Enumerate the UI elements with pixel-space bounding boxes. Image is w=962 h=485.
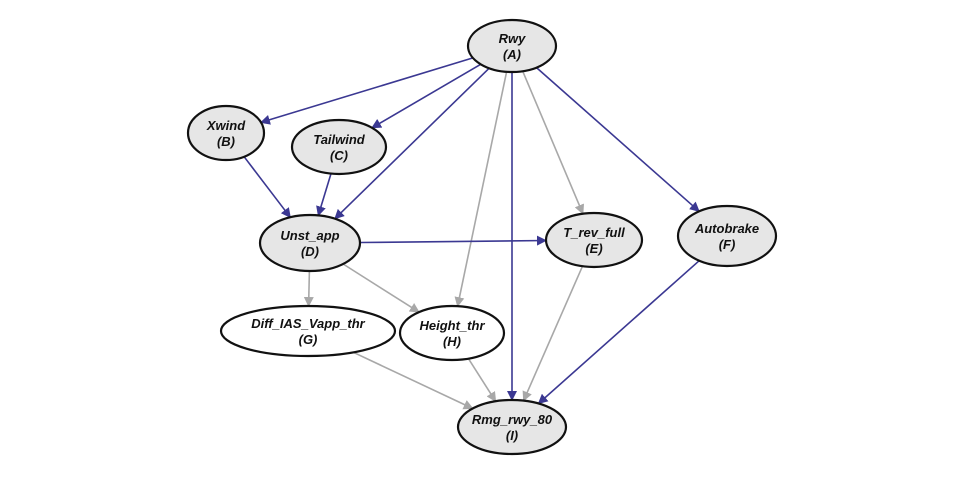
node-i-code: (I) <box>506 428 518 443</box>
edge-d-to-g <box>303 270 314 307</box>
node-i-ellipse <box>456 398 568 456</box>
node-g-code: (G) <box>299 332 318 347</box>
node-c-code: (C) <box>330 148 348 163</box>
node-e-ellipse <box>544 211 644 269</box>
node-g-ellipse <box>219 304 397 358</box>
node-i-name: Rmg_rwy_80 <box>472 412 553 427</box>
edge-g-to-i <box>352 351 474 410</box>
node-b-name: Xwind <box>206 118 246 133</box>
edge-d-to-h <box>342 263 420 313</box>
edges-layer <box>243 57 700 410</box>
node-h-code: (H) <box>443 334 461 349</box>
edge-a-to-h <box>454 71 508 308</box>
node-h-ellipse <box>398 304 506 362</box>
node-e-code: (E) <box>585 241 602 256</box>
edge-a-to-c <box>371 63 482 129</box>
edge-c-to-d <box>316 173 332 217</box>
node-d: Unst_app(D) <box>258 213 362 273</box>
node-f-ellipse <box>676 204 778 268</box>
node-h-name: Height_thr <box>420 318 486 333</box>
node-a: Rwy(A) <box>466 18 558 74</box>
node-f-code: (F) <box>719 237 736 252</box>
node-a-ellipse <box>466 18 558 74</box>
node-b-ellipse <box>186 104 266 162</box>
edge-e-to-i <box>522 265 584 402</box>
edge-f-to-i <box>537 260 700 405</box>
node-d-code: (D) <box>301 244 319 259</box>
edge-a-to-f <box>535 67 700 212</box>
node-f-name: Autobrake <box>694 221 759 236</box>
node-e: T_rev_full(E) <box>544 211 644 269</box>
node-i: Rmg_rwy_80(I) <box>456 398 568 456</box>
node-b: Xwind(B) <box>186 104 266 162</box>
node-f: Autobrake(F) <box>676 204 778 268</box>
node-g-name: Diff_IAS_Vapp_thr <box>251 316 365 331</box>
node-e-name: T_rev_full <box>563 225 625 240</box>
edge-a-to-d <box>334 67 490 220</box>
node-g: Diff_IAS_Vapp_thr(G) <box>219 304 397 358</box>
node-c: Tailwind(C) <box>290 118 388 176</box>
edge-a-to-e <box>521 70 585 215</box>
node-h: Height_thr(H) <box>398 304 506 362</box>
node-d-ellipse <box>258 213 362 273</box>
node-a-name: Rwy <box>499 31 527 46</box>
edge-h-to-i <box>467 358 497 403</box>
node-c-name: Tailwind <box>313 132 366 147</box>
node-a-code: (A) <box>503 47 521 62</box>
edge-a-to-b <box>259 57 474 125</box>
node-c-ellipse <box>290 118 388 176</box>
edge-b-to-d <box>243 156 291 219</box>
node-d-name: Unst_app <box>280 228 339 243</box>
edge-d-to-e <box>359 235 547 246</box>
nodes-layer: Rwy(A) Xwind(B) Tailwind(C) Unst_app(D) T_re… <box>186 18 778 456</box>
node-b-code: (B) <box>217 134 235 149</box>
